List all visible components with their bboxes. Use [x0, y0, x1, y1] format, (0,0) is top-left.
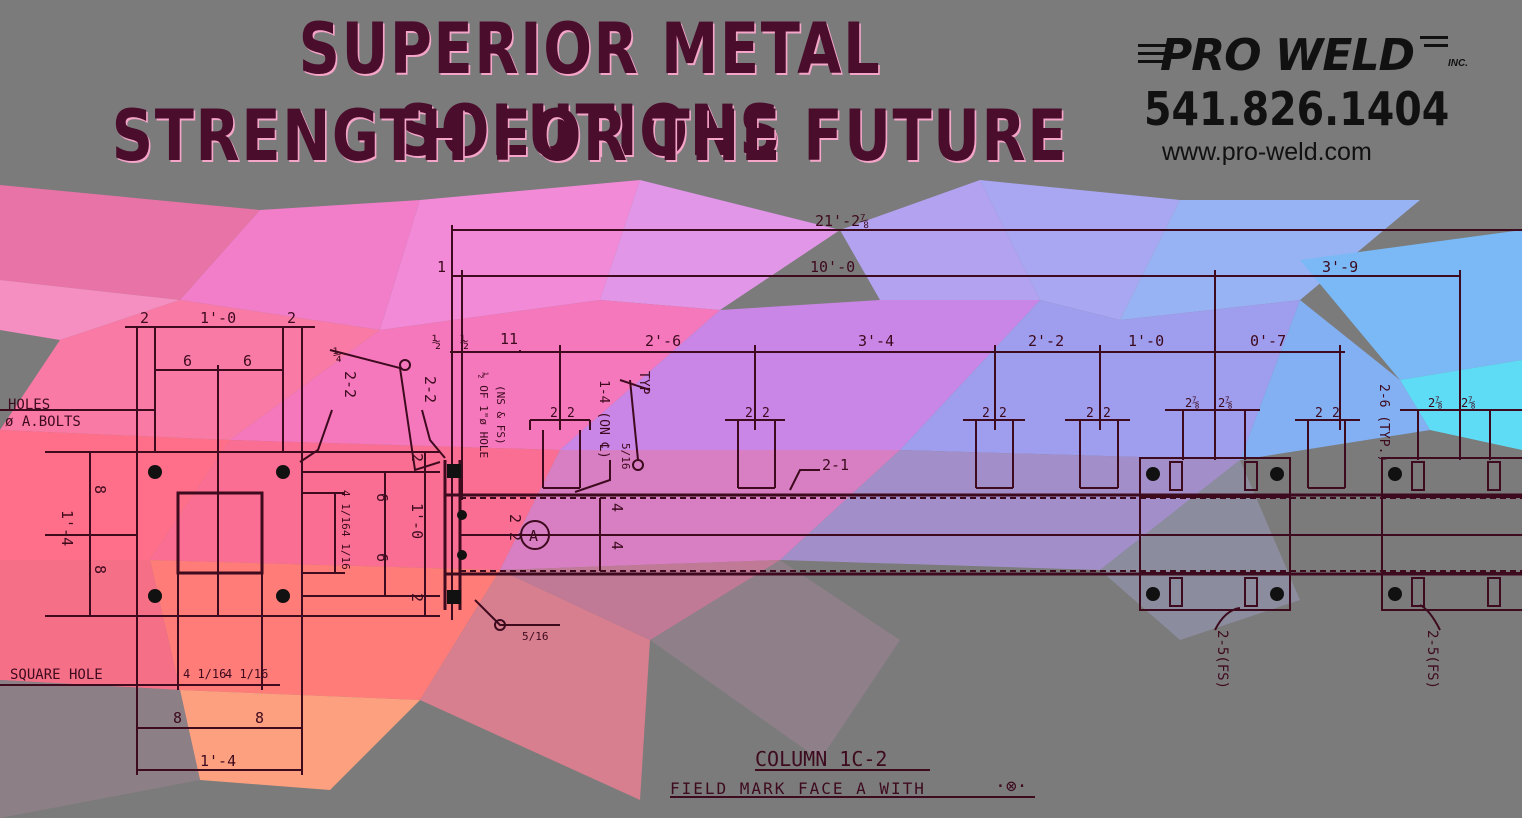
dim-side-8b: 8: [91, 565, 109, 574]
dim-plate-1-0: 1'-0: [200, 309, 236, 327]
dim-bot-1-4: 1'-4: [200, 752, 236, 770]
clip-dim: 2: [745, 406, 753, 421]
website-link[interactable]: www.pro-weld.com: [1162, 138, 1372, 166]
clip-dim: 2: [567, 406, 575, 421]
logo-stripe: [1138, 60, 1164, 63]
dim-plate-2a: 2: [140, 309, 149, 327]
dim-1-0: 1'-0: [1128, 332, 1164, 350]
note-typ: TYP: [636, 371, 651, 395]
dim-half-a: ½: [432, 333, 441, 351]
weld-5-16-bottom: 5/16: [522, 630, 549, 643]
note-fs-right: 2-5(FS): [1424, 630, 1440, 689]
phone-number[interactable]: 541.826.1404: [1144, 82, 1450, 136]
dim-sq-a: 4 1/16: [183, 667, 226, 681]
dim-11: 11: [500, 330, 518, 348]
weld-5-16-top: 5/16: [619, 443, 632, 470]
clip-dim: 2⅞: [1218, 396, 1232, 410]
weld-quarter: ¼: [333, 346, 342, 364]
clip-dim: 2: [982, 406, 990, 421]
logo-stripe: [1138, 52, 1168, 55]
dim-side-6b: 6: [373, 553, 391, 562]
dim-2-2: 2'-2: [1028, 332, 1064, 350]
dim-1: 1: [437, 258, 446, 276]
dim-plate-6b: 6: [243, 352, 252, 370]
clip-dim: 2: [1086, 406, 1094, 421]
headline-line1: SUPERIOR METAL SOLUTIONS: [298, 8, 882, 172]
drawing-subtitle: FIELD MARK FACE A WITH: [670, 779, 926, 798]
drawing-title: COLUMN 1C-2: [755, 747, 887, 771]
dim-0-7: 0'-7: [1250, 332, 1286, 350]
note-fs-left: 2-5(FS): [1214, 630, 1230, 689]
clip-dim: 2⅞: [1428, 396, 1442, 410]
mark-2-2b: 2-2: [421, 376, 439, 403]
logo-stripe: [1424, 44, 1448, 47]
logo-stripe: [1420, 36, 1448, 39]
brand-block: PRO WELD INC. 541.826.1404 www.pro-weld.…: [1130, 16, 1490, 176]
dim-bot-8b: 8: [255, 709, 264, 727]
field-mark-symbol: ·⊗·: [995, 776, 1028, 797]
dim-side-4-1-16a: 4 1/16: [339, 490, 352, 530]
note-holes: HOLES: [8, 397, 50, 413]
dim-side-8a: 8: [91, 485, 109, 494]
dim-plate-6a: 6: [183, 352, 192, 370]
dim-10-0: 10'-0: [810, 258, 855, 276]
dim-side-1-4: 1'-4: [58, 510, 76, 546]
dim-side-4-1-16b: 4 1/16: [339, 530, 352, 570]
dim-side-2b: 2: [408, 593, 426, 602]
note-typ-paren: 2-6 (TYP.): [1376, 384, 1391, 462]
dim-side-1-0: 1'-0: [408, 503, 426, 539]
dim-web-4a: 4: [608, 503, 626, 512]
dim-side-2a: 2: [408, 453, 426, 462]
dim-sq-b: 4 1/16: [225, 667, 268, 681]
clip-dim: 2: [762, 406, 770, 421]
logo-suffix: INC.: [1448, 58, 1468, 69]
clip-dim: 2: [1103, 406, 1111, 421]
mark-2-1: 2-1: [822, 456, 849, 474]
note-square-hole: SQUARE HOLE: [10, 667, 103, 683]
clip-dim: 2: [999, 406, 1007, 421]
dim-plate-2b: 2: [287, 309, 296, 327]
dim-overall: 21'-2⅞: [815, 212, 869, 230]
note-hole-2: (NS & FS): [494, 385, 507, 445]
clip-dim: 2: [550, 406, 558, 421]
note-on-cl: 1-4 (ON ℄): [596, 380, 611, 459]
dim-web-4b: 4: [608, 541, 626, 550]
dim-3-4: 3'-4: [858, 332, 894, 350]
headline-line2: STRENGTH FOR THE FUTURE: [111, 95, 1069, 177]
dim-web-2a: 2: [506, 514, 524, 523]
face-label: A: [529, 527, 538, 545]
logo: PRO WELD: [1160, 30, 1415, 81]
note-hole-1: ½ OF 1"ø HOLE: [477, 372, 490, 458]
logo-stripe: [1138, 44, 1172, 47]
dim-side-6a: 6: [373, 493, 391, 502]
dim-half-b: ½: [460, 333, 469, 351]
clip-dim: 2: [1315, 406, 1323, 421]
dim-web-2b: 2: [506, 532, 524, 541]
clip-dim: 2: [1332, 406, 1340, 421]
mark-2-2a: 2-2: [341, 371, 359, 398]
clip-dim: 2⅞: [1461, 396, 1475, 410]
dim-2-6: 2'-6: [645, 332, 681, 350]
dim-3-9: 3'-9: [1322, 258, 1358, 276]
dim-bot-8a: 8: [173, 709, 182, 727]
clip-dim: 2⅞: [1185, 396, 1199, 410]
note-bolts: ø A.BOLTS: [5, 414, 81, 430]
